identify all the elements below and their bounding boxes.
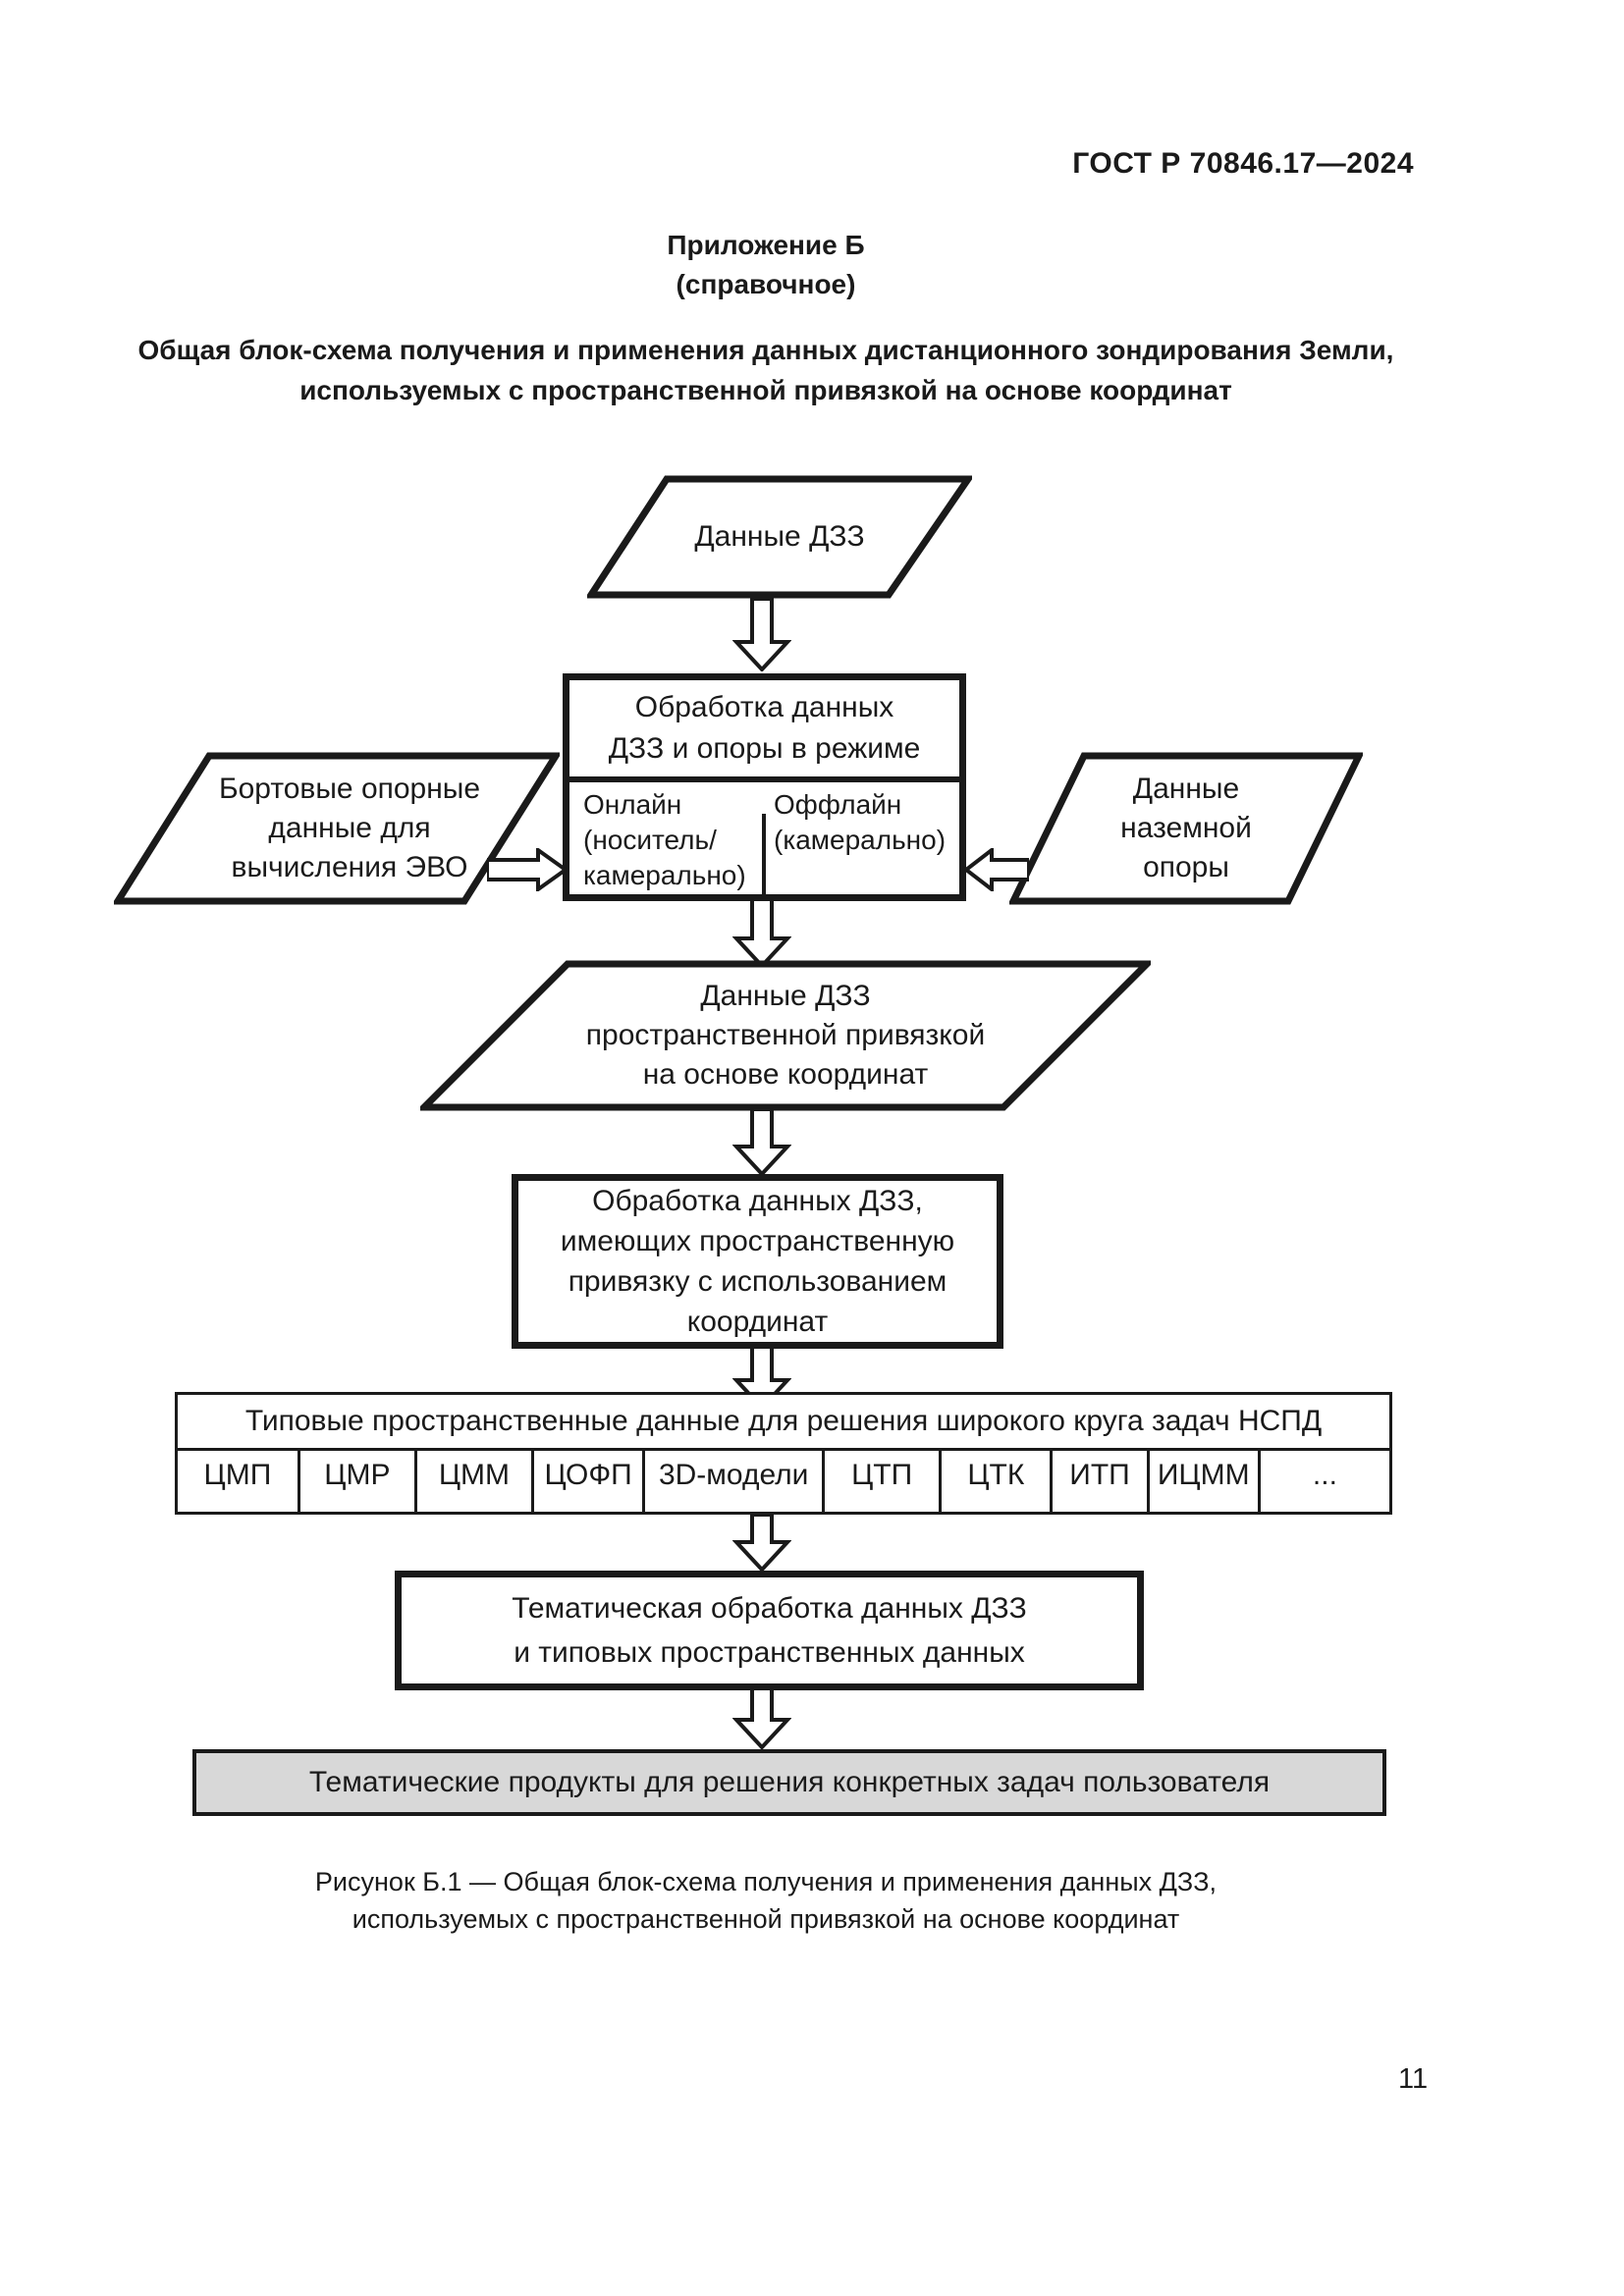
data-type-cell: ЦММ [413, 1448, 534, 1515]
flow-arrow-down-5-icon [732, 1515, 791, 1572]
node-online-mode: Онлайн (носитель/ камерально) [583, 789, 746, 890]
node-thematic-products-label: Тематические продукты для решения конкре… [308, 1766, 1271, 1798]
processing-modes-section: Онлайн (носитель/ камерально) Оффлайн (к… [569, 782, 959, 894]
data-type-cell: 3D-модели [642, 1448, 826, 1515]
node-typical-data-header-label: Типовые пространственные данные для реше… [244, 1405, 1323, 1437]
node-dzz-georeferenced: Данные ДЗЗ пространственной привязкой на… [420, 960, 1151, 1111]
parallelogram-shape [420, 960, 1151, 1111]
data-type-cell: ЦТК [939, 1448, 1054, 1515]
node-dzz-georeferenced-label: Данные ДЗЗ пространственной привязкой на… [585, 980, 986, 1091]
node-offline-mode: Оффлайн (камерально) [774, 789, 947, 855]
node-processing-georeferenced: Обработка данных ДЗЗ, имеющих пространст… [512, 1174, 1003, 1349]
node-processing-georeferenced-label: Обработка данных ДЗЗ, имеющих пространст… [560, 1185, 955, 1338]
node-thematic-products: Тематические продукты для решения конкре… [192, 1749, 1386, 1816]
data-type-cell: ЦМП [175, 1448, 300, 1515]
flow-arrow-down-6-icon [732, 1688, 791, 1749]
node-onboard-data: Бортовые опорные данные для вычисления Э… [114, 752, 560, 905]
data-type-cell: ИТП [1050, 1448, 1150, 1515]
flow-arrow-down-1-icon [732, 597, 791, 671]
node-processing-mode-label: Обработка данных ДЗЗ и опоры в режиме [569, 680, 959, 782]
flow-arrow-down-3-icon [732, 1107, 791, 1176]
data-type-cell: ЦМР [297, 1448, 417, 1515]
data-type-cell: ЦТП [822, 1448, 943, 1515]
flow-arrow-down-2-icon [732, 897, 791, 968]
node-dzz-data-label: Данные ДЗЗ [694, 520, 865, 553]
flow-arrow-left-icon [964, 848, 1029, 891]
parallelogram-shape [114, 752, 560, 905]
figure-caption: Рисунок Б.1 — Общая блок-схема получения… [314, 1867, 1218, 1934]
data-type-cell: ИЦММ [1146, 1448, 1261, 1515]
parallelogram-shape [1009, 752, 1363, 905]
data-type-cell: ... [1257, 1448, 1392, 1515]
node-thematic-processing-label: Тематическая обработка данных ДЗЗ и типо… [512, 1592, 1027, 1669]
node-thematic-processing: Тематическая обработка данных ДЗЗ и типо… [395, 1571, 1144, 1690]
node-onboard-data-label: Бортовые опорные данные для вычисления Э… [218, 773, 481, 883]
appendix-title: Приложение Б [667, 230, 865, 260]
data-type-cells-row: ЦМП ЦМР ЦММ ЦОФП 3D-модели ЦТП ЦТК ИТП И… [175, 1448, 1392, 1515]
node-typical-data-header: Типовые пространственные данные для реше… [175, 1392, 1392, 1451]
data-type-cell: ЦОФП [530, 1448, 646, 1515]
node-ground-data: Данные наземной опоры [1009, 752, 1363, 905]
page-number: 11 [1398, 2063, 1429, 2095]
node-ground-data-label: Данные наземной опоры [1120, 773, 1252, 883]
mode-divider [762, 814, 766, 894]
flow-arrow-right-icon [487, 848, 568, 891]
standard-code: ГОСТ Р 70846.17—2024 [1072, 147, 1414, 180]
parallelogram-shape [587, 475, 972, 599]
node-processing-mode: Обработка данных ДЗЗ и опоры в режиме Он… [563, 673, 966, 901]
appendix-subtitle: (справочное) [676, 269, 856, 299]
document-title: Общая блок-схема получения и применения … [137, 335, 1394, 405]
appendix-heading: Приложение Б (справочное) [0, 226, 1532, 304]
node-dzz-data: Данные ДЗЗ [587, 475, 972, 599]
